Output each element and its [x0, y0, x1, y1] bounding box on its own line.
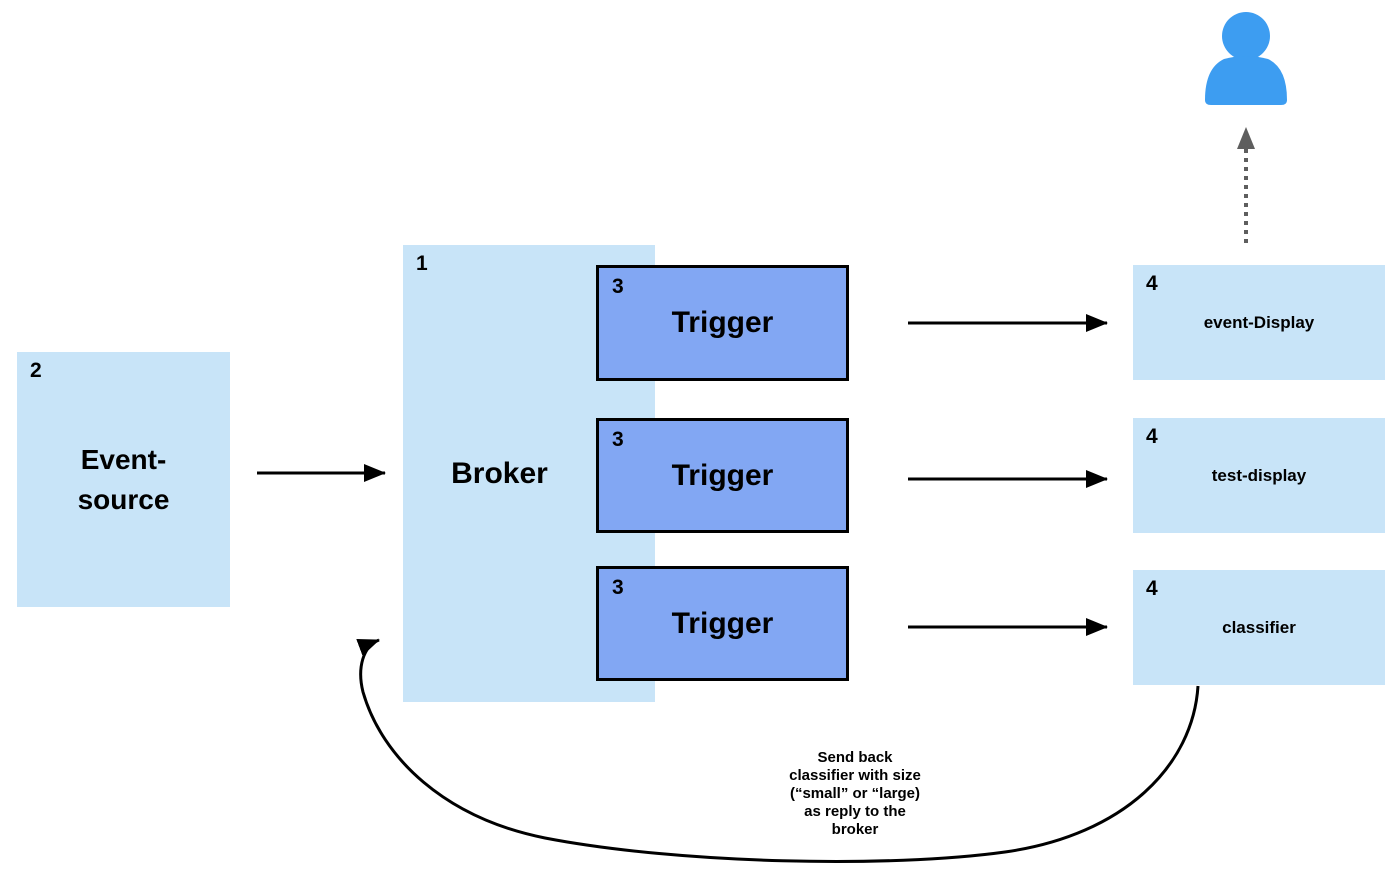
node-trigger-3: 3 Trigger: [596, 566, 849, 681]
node-event-source-number: 2: [30, 359, 42, 382]
feedback-annotation: Send back classifier with size (“small” …: [789, 749, 921, 838]
arrow-event-display-to-user: [1237, 127, 1255, 243]
node-test-display-label: test-display: [1211, 465, 1307, 485]
node-broker-label: Broker: [451, 456, 548, 490]
node-event-display-number: 4: [1146, 272, 1158, 295]
node-trigger-2-number: 3: [612, 428, 624, 451]
node-test-display: 4 test-display: [1133, 418, 1385, 533]
node-trigger-1: 3 Trigger: [596, 265, 849, 381]
node-trigger-2: 3 Trigger: [596, 418, 849, 533]
node-classifier-label: classifier: [1222, 617, 1296, 637]
user-icon: [1205, 12, 1287, 105]
node-event-display: 4 event-Display: [1133, 265, 1385, 380]
node-trigger-1-number: 3: [612, 275, 624, 298]
node-broker-number: 1: [416, 252, 428, 275]
node-trigger-3-label: Trigger: [671, 606, 774, 640]
node-trigger-2-label: Trigger: [671, 458, 774, 492]
node-event-source: 2 Event- source: [17, 352, 230, 607]
node-classifier: 4 classifier: [1133, 570, 1385, 685]
node-event-display-label: event-Display: [1203, 312, 1315, 332]
node-event-source-label: Event- source: [77, 444, 170, 515]
node-classifier-number: 4: [1146, 577, 1158, 600]
node-trigger-1-label: Trigger: [671, 306, 774, 339]
node-trigger-3-number: 3: [612, 576, 624, 599]
node-test-display-number: 4: [1146, 425, 1158, 448]
